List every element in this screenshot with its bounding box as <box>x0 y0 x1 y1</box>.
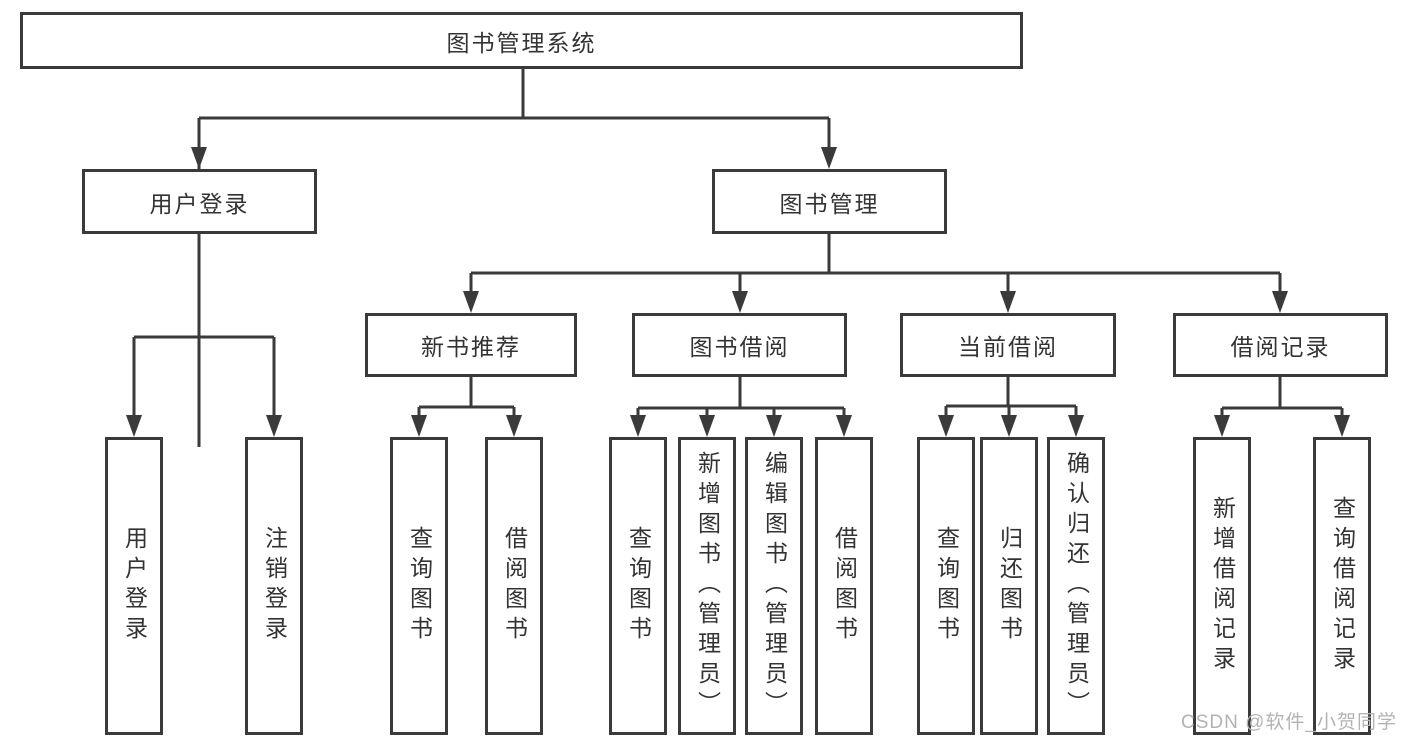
node-new-book-recommend: 新书推荐 <box>365 313 577 377</box>
leaf-cb-query-book: 查询图书 <box>917 437 975 735</box>
node-label: 当前借阅 <box>958 334 1058 360</box>
leaf-cb-return-book: 归还图书 <box>980 437 1038 735</box>
node-label: 用户登录 <box>149 190 250 217</box>
node-label: 查询借阅记录 <box>1329 496 1356 676</box>
node-label: 图书借阅 <box>689 334 790 360</box>
node-label: 图书管理系统 <box>446 29 597 56</box>
node-label: 用户登录 <box>121 526 148 646</box>
node-label: 注销登录 <box>261 526 288 646</box>
node-label: 图书管理 <box>779 190 880 217</box>
node-label: 新增借阅记录 <box>1209 496 1236 676</box>
node-user-login: 用户登录 <box>82 169 317 234</box>
node-label: 借阅记录 <box>1230 334 1331 360</box>
connector-borrow-record-children <box>1214 377 1350 437</box>
leaf-bb-edit-book-admin: 编辑图书（管理员） <box>745 437 803 735</box>
connector-root-to-level2 <box>191 69 837 447</box>
watermark: CSDN @软件_小贺同学 <box>1181 712 1397 733</box>
node-label: 查询图书 <box>933 526 960 646</box>
node-label: 归还图书 <box>996 526 1023 646</box>
leaf-nb-borrow-book: 借阅图书 <box>485 437 543 735</box>
leaf-logout: 注销登录 <box>245 437 303 735</box>
node-label: 新增图书（管理员） <box>694 451 721 721</box>
connector-book-borrow-children <box>630 377 852 437</box>
node-label: 查询图书 <box>406 526 433 646</box>
node-current-borrow: 当前借阅 <box>900 313 1116 377</box>
leaf-cb-confirm-return-admin: 确认归还（管理员） <box>1047 437 1105 735</box>
node-label: 确认归还（管理员） <box>1063 451 1090 721</box>
node-book-borrow: 图书借阅 <box>632 313 847 377</box>
leaf-br-query-record: 查询借阅记录 <box>1313 437 1371 735</box>
leaf-bb-query-book: 查询图书 <box>609 437 667 735</box>
node-label: 借阅图书 <box>831 526 858 646</box>
connector-current-borrow-children <box>938 377 1084 437</box>
connector-user-login-children <box>126 234 282 437</box>
node-label: 新书推荐 <box>421 334 521 360</box>
leaf-bb-borrow-book: 借阅图书 <box>815 437 873 735</box>
node-label: 编辑图书（管理员） <box>761 451 788 721</box>
node-borrow-record: 借阅记录 <box>1173 313 1388 377</box>
leaf-bb-add-book-admin: 新增图书（管理员） <box>678 437 736 735</box>
leaf-nb-query-book: 查询图书 <box>390 437 448 735</box>
leaf-br-add-record: 新增借阅记录 <box>1193 437 1251 735</box>
connector-new-book-children <box>411 377 522 437</box>
node-root: 图书管理系统 <box>20 12 1023 69</box>
connector-book-management-children <box>463 234 1288 313</box>
leaf-user-login: 用户登录 <box>105 437 163 735</box>
node-label: 查询图书 <box>625 526 652 646</box>
node-label: 借阅图书 <box>501 526 528 646</box>
node-book-management: 图书管理 <box>712 169 947 234</box>
